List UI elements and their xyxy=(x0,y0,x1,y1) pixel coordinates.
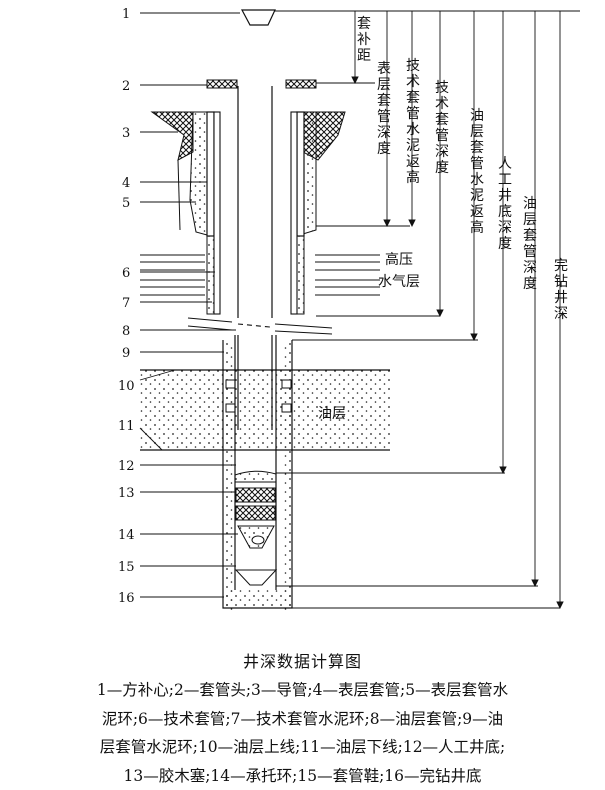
legend-line-2: 泥环;6—技术套管;7—技术套管水泥环;8—油层套管;9—油 xyxy=(101,709,504,728)
label-oil-casing-depth: 油层套管深度 xyxy=(523,196,537,292)
surface-casing-cement xyxy=(189,111,317,236)
figure-legend: 1—方补心;2—套管头;3—导管;4—表层套管;5—表层套管水 泥环;6—技术套… xyxy=(0,676,605,790)
legend-line-3: 层套管水泥环;10—油层上线;11—油层下线;12—人工井底; xyxy=(99,738,506,756)
label-technical-casing-depth: 技术套管深度 xyxy=(435,80,449,176)
callout-6: 6 xyxy=(122,266,130,281)
callout-1: 1 xyxy=(122,7,130,22)
casing-head xyxy=(206,79,317,89)
callout-15: 15 xyxy=(118,560,135,575)
callout-13: 13 xyxy=(118,486,135,501)
callout-2: 2 xyxy=(122,79,130,94)
well-depth-diagram: 1 2 3 4 5 6 7 8 9 10 11 12 13 14 15 16 高… xyxy=(118,7,580,610)
label-high-pressure-1: 高压 xyxy=(385,251,413,268)
oil-layer-formation xyxy=(140,370,390,450)
callout-leaders xyxy=(139,12,240,598)
dimension-lines xyxy=(351,11,564,610)
label-oil-layer: 油层 xyxy=(318,406,346,422)
callout-16: 16 xyxy=(118,591,135,606)
oil-casing xyxy=(234,86,277,590)
label-technical-cement-top: 技术套管水泥返高 xyxy=(406,58,420,186)
callout-7: 7 xyxy=(122,296,130,311)
callout-14: 14 xyxy=(118,528,135,543)
casing-shoe xyxy=(234,569,278,586)
callout-4: 4 xyxy=(122,176,130,191)
artificial-bottom xyxy=(234,470,277,483)
high-pressure-layer xyxy=(140,254,380,296)
surface-casing xyxy=(206,111,305,237)
callout-9: 9 xyxy=(122,346,130,361)
break-line xyxy=(187,317,333,335)
figure-title: 井深数据计算图 xyxy=(242,652,362,671)
callout-11: 11 xyxy=(118,419,135,434)
technical-casing xyxy=(213,111,298,315)
label-artificial-bottom: 人工井底深度 xyxy=(498,156,512,252)
callout-3: 3 xyxy=(122,126,130,141)
oil-casing-cement xyxy=(225,340,292,610)
callout-12: 12 xyxy=(118,459,135,474)
callout-5: 5 xyxy=(122,196,130,211)
label-high-pressure-2: 水气层 xyxy=(378,274,420,290)
legend-line-4: 13—胶木塞;14—承托环;15—套管鞋;16—完钻井底 xyxy=(123,766,482,785)
legend-line-1: 1—方补心;2—套管头;3—导管;4—表层套管;5—表层套管水 xyxy=(96,681,509,699)
callout-10: 10 xyxy=(118,379,135,394)
reference-lines xyxy=(275,10,580,609)
square-bushing xyxy=(241,9,276,26)
wellbore-bottom-cement xyxy=(223,590,292,608)
callout-8: 8 xyxy=(122,324,130,339)
technical-casing-cement xyxy=(206,235,305,315)
supporting-ring xyxy=(237,525,275,549)
bakelite-plug xyxy=(235,487,276,521)
label-oil-cement-top: 油层套管水泥返高 xyxy=(470,108,484,236)
label-bushing-distance: 套补距 xyxy=(357,16,371,64)
label-surface-casing-depth: 表层套管深度 xyxy=(377,61,391,157)
label-total-depth: 完钻井深 xyxy=(554,258,568,322)
